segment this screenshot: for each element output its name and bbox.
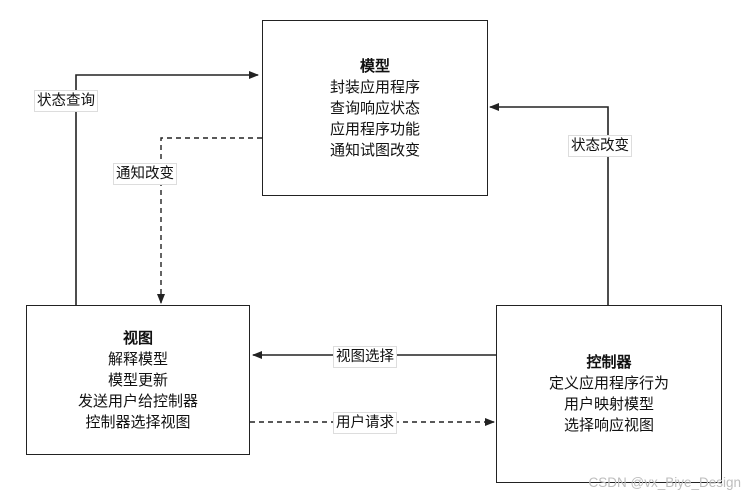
model-box: 模型 封装应用程序 查询响应状态 应用程序功能 通知试图改变 [262,20,488,196]
controller-box: 控制器 定义应用程序行为 用户映射模型 选择响应视图 [496,305,722,483]
controller-line: 用户映射模型 [563,395,654,413]
view-box: 视图 解释模型 模型更新 发送用户给控制器 控制器选择视图 [26,305,250,455]
controller-title: 控制器 [586,353,632,371]
model-line: 通知试图改变 [329,140,420,159]
view-title: 视图 [122,328,153,347]
edge-label-notify-change: 通知改变 [113,163,177,185]
view-line: 发送用户给控制器 [77,391,198,410]
edge-state-query [75,71,259,305]
edge-label-state-change: 状态改变 [568,135,632,157]
edge-label-user-request: 用户请求 [333,412,397,434]
view-line: 控制器选择视图 [85,412,191,431]
model-line: 查询响应状态 [329,98,420,117]
edge-label-view-select: 视图选择 [333,346,397,368]
edge-label-state-query: 状态查询 [34,90,98,112]
controller-line: 定义应用程序行为 [548,374,669,392]
model-line: 应用程序功能 [329,119,420,138]
model-title: 模型 [359,56,390,75]
view-line: 解释模型 [107,349,168,368]
view-line: 模型更新 [107,370,168,389]
edge-notify-change [157,137,262,304]
edge-state-change [489,103,609,305]
watermark-text: CSDN @vx_Biye_Design [588,475,741,490]
model-line: 封装应用程序 [329,77,420,96]
controller-line: 选择响应视图 [563,416,654,434]
